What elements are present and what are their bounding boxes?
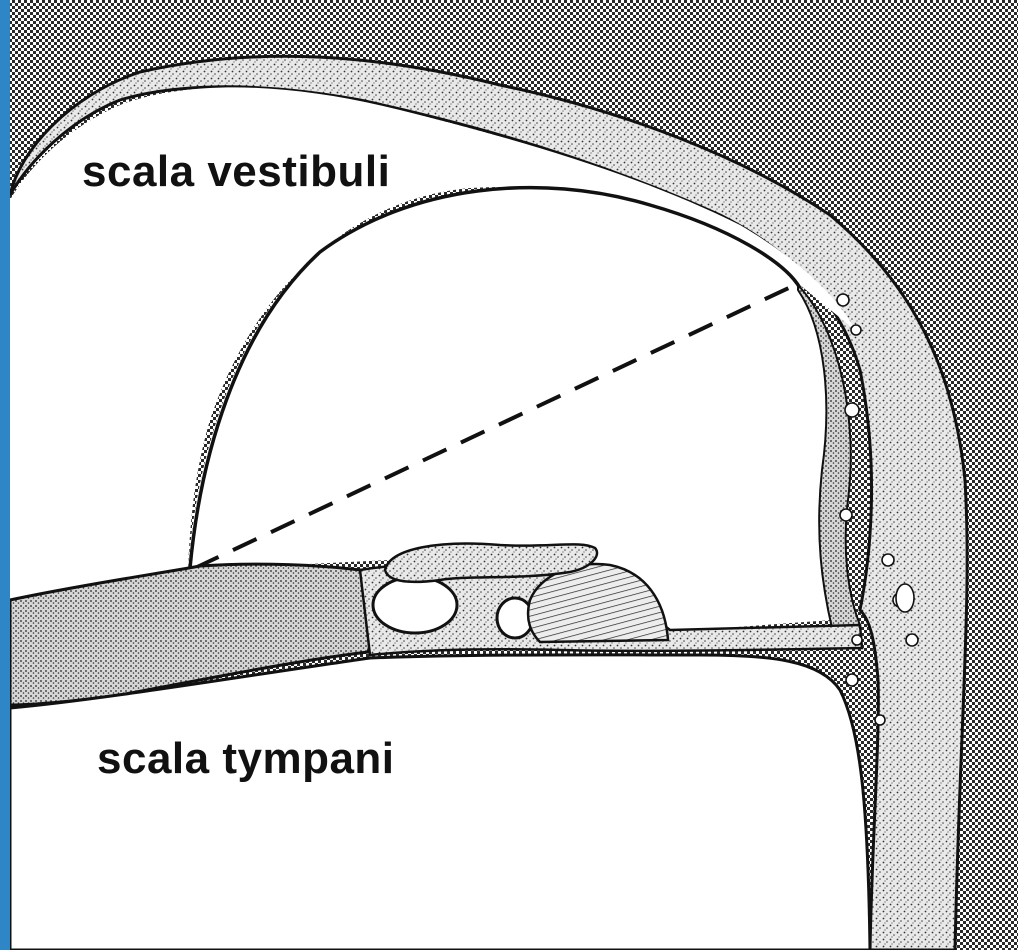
- label-scala-vestibuli: scala vestibuli: [82, 150, 390, 194]
- label-scala-tympani: scala tympani: [97, 737, 395, 781]
- left-frame-bar: [0, 0, 10, 950]
- scala-tympani: [10, 655, 870, 950]
- inner-tunnel: [373, 577, 457, 633]
